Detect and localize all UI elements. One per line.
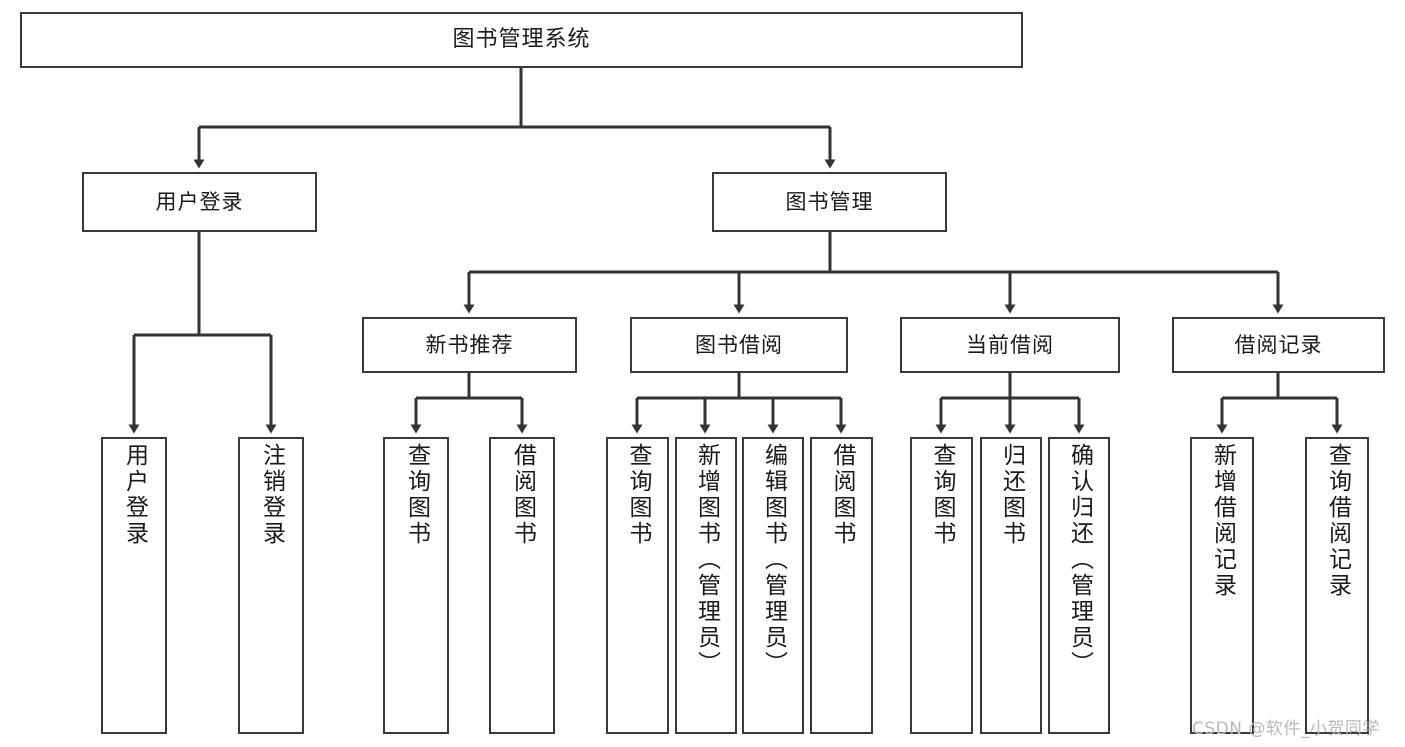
leaf-user-login[interactable]: 用户登录 [101, 437, 167, 734]
node-label: 用户登录 [121, 443, 148, 547]
node-root-book-management-system[interactable]: 图书管理系统 [20, 12, 1023, 68]
leaf-add-borrow-record[interactable]: 新增借阅记录 [1190, 437, 1254, 734]
node-label: 当前借阅 [966, 332, 1054, 357]
node-label: 新增借阅记录 [1209, 443, 1236, 599]
node-label: 归还图书 [998, 443, 1025, 547]
watermark-credit: CSDN @软件_小贺同学 [1192, 719, 1380, 739]
node-label: 新增图书（管理员） [693, 443, 720, 677]
node-borrow-records[interactable]: 借阅记录 [1172, 317, 1385, 373]
leaf-return-books[interactable]: 归还图书 [980, 437, 1042, 734]
node-new-book-recommend[interactable]: 新书推荐 [362, 317, 577, 373]
node-label: 图书管理 [785, 189, 874, 214]
node-book-borrow[interactable]: 图书借阅 [630, 317, 848, 373]
leaf-edit-book-admin[interactable]: 编辑图书（管理员） [742, 437, 804, 734]
node-label: 借阅记录 [1234, 332, 1323, 357]
node-label: 图书管理系统 [452, 27, 591, 53]
node-label: 编辑图书（管理员） [760, 443, 787, 677]
node-label: 确认归还（管理员） [1066, 443, 1093, 677]
node-user-login[interactable]: 用户登录 [82, 172, 317, 232]
node-label: 查询图书 [403, 443, 430, 547]
node-label: 借阅图书 [509, 443, 536, 547]
node-label: 查询借阅记录 [1324, 443, 1351, 599]
node-current-borrow[interactable]: 当前借阅 [900, 317, 1120, 373]
node-label: 注销登录 [258, 443, 285, 547]
leaf-query-books-borrow[interactable]: 查询图书 [606, 437, 669, 734]
node-label: 查询图书 [625, 443, 651, 547]
node-label: 用户登录 [155, 189, 244, 214]
leaf-logout[interactable]: 注销登录 [238, 437, 304, 734]
leaf-query-books-current[interactable]: 查询图书 [910, 437, 973, 734]
leaf-query-books-recommend[interactable]: 查询图书 [383, 437, 449, 734]
leaf-confirm-return-admin[interactable]: 确认归还（管理员） [1048, 437, 1110, 734]
leaf-add-book-admin[interactable]: 新增图书（管理员） [675, 437, 737, 734]
node-label: 新书推荐 [425, 332, 514, 357]
leaf-borrow-books[interactable]: 借阅图书 [810, 437, 873, 734]
node-book-management[interactable]: 图书管理 [712, 172, 947, 232]
node-label: 查询图书 [929, 443, 955, 547]
node-label: 图书借阅 [695, 332, 783, 357]
node-label: 借阅图书 [829, 443, 855, 547]
leaf-borrow-books-recommend[interactable]: 借阅图书 [489, 437, 555, 734]
leaf-query-borrow-record[interactable]: 查询借阅记录 [1305, 437, 1369, 734]
